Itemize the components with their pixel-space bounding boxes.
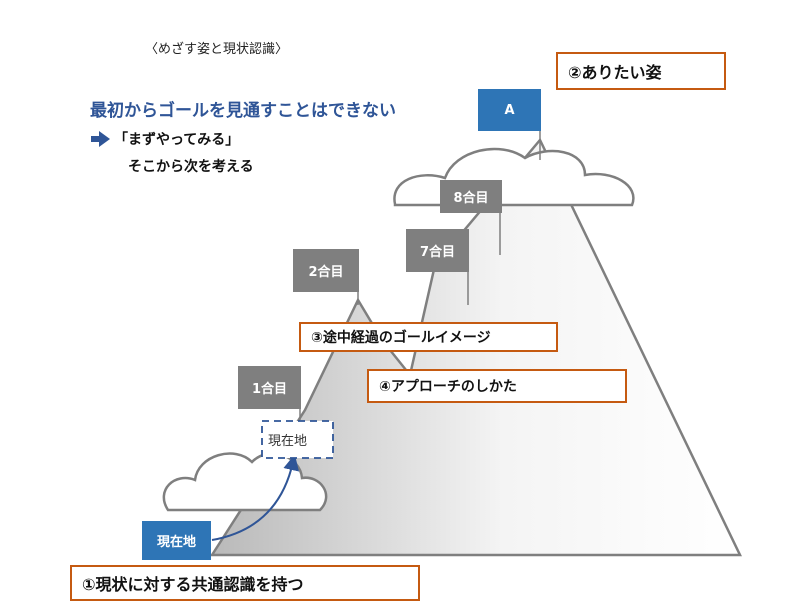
station-7-flag: 7合目: [406, 229, 469, 272]
current-position-box: 現在地: [142, 521, 211, 560]
station-2-flag: 2合目: [293, 249, 359, 292]
summit-cloud: [393, 147, 635, 207]
next-position-label: 現在地: [268, 434, 308, 449]
next-position-dashed-box: [261, 420, 334, 459]
progress-arrow: [211, 454, 300, 541]
approach-label: ④アプローチのしかた: [367, 369, 627, 403]
page-title: 〈めざす姿と現状認識〉: [145, 42, 289, 57]
point-line-2: そこから次を考える: [128, 159, 254, 175]
point-line-1: 「まずやってみる」: [114, 132, 240, 148]
current-recognition-label: ①現状に対する共通認識を持つ: [70, 565, 420, 601]
right-arrow-icon: [91, 131, 110, 147]
headline: 最初からゴールを見通すことはできない: [90, 101, 396, 121]
station-8-flag: 8合目: [440, 180, 502, 213]
ideal-label: ②ありたい姿: [556, 52, 726, 90]
summit-flag: A: [478, 89, 541, 131]
station-1-flag: 1合目: [238, 366, 301, 409]
interim-goal-label: ③途中経過のゴールイメージ: [299, 322, 558, 352]
